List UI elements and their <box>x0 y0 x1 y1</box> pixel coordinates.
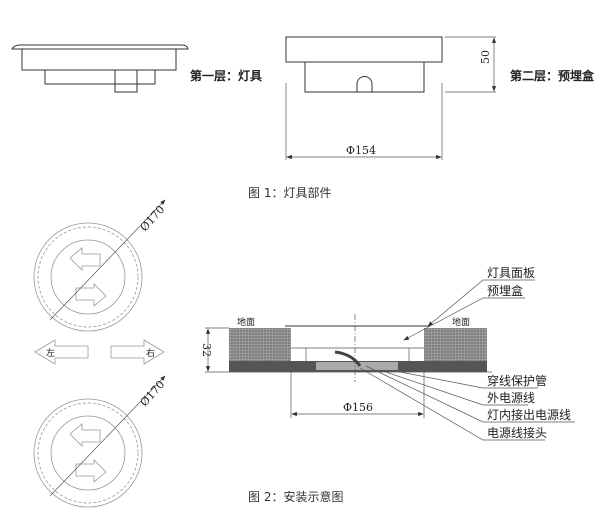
right-arrow-label: 右 <box>146 347 155 359</box>
right-arrow-icon <box>110 339 165 365</box>
left-arrow-label: 左 <box>46 347 55 359</box>
figure2-caption: 图 2：安装示意图 <box>248 489 343 504</box>
ground-label-left: 地面 <box>237 316 255 328</box>
ground-label-right: 地面 <box>452 316 470 328</box>
top-view-1-diameter: Ø170 <box>138 203 168 234</box>
callout-internal-power-lead: 灯内接出电源线 <box>487 407 571 422</box>
top-view-1 <box>33 199 166 332</box>
figure1-caption: 图 1：灯具部件 <box>248 185 331 200</box>
callout-cable-connector: 电源线接头 <box>487 425 547 440</box>
layer1-label: 第一层：灯具 <box>190 68 262 83</box>
callout-external-power-cable: 外电源线 <box>487 391 535 405</box>
left-arrow-icon <box>34 339 89 365</box>
layer2-label: 第二层：预埋盒 <box>510 68 595 83</box>
section-view <box>205 279 575 441</box>
depth-dimension: 32 <box>200 343 213 357</box>
callout-conduit: 穿线保护管 <box>487 373 547 388</box>
callout-lamp-panel: 灯具面板 <box>487 266 535 280</box>
top-view-2-diameter: Ø170 <box>138 378 168 409</box>
lamp-side-view <box>11 44 189 93</box>
embedded-box-view <box>285 36 497 160</box>
callout-embedded-box: 预埋盒 <box>487 283 523 298</box>
diameter-dimension: Φ154 <box>346 144 376 157</box>
height-dimension: 50 <box>479 50 492 64</box>
section-diameter-dimension: Φ156 <box>343 401 373 414</box>
top-view-2 <box>33 375 166 508</box>
